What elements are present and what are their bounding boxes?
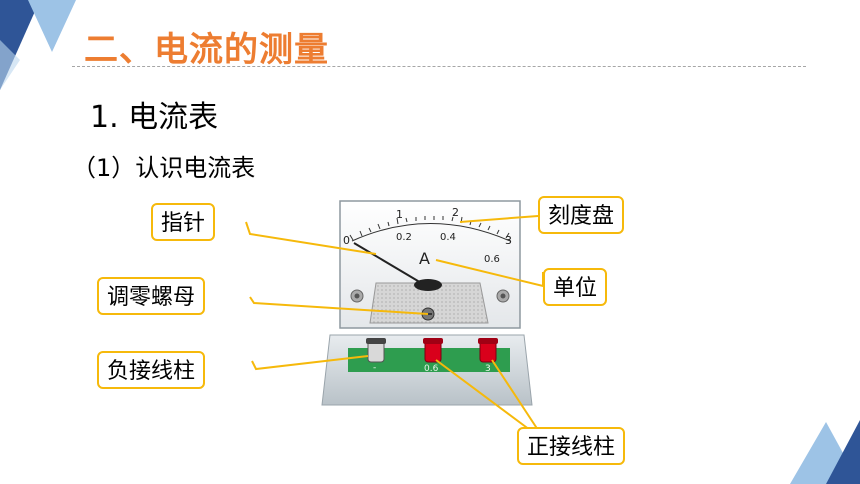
leader-positive-0-6 <box>435 359 531 431</box>
subsection-heading: （1）认识电流表 <box>72 154 256 182</box>
unit-symbol: A <box>419 249 430 268</box>
dial-top-label-2: 2 <box>452 206 459 219</box>
terminal-label-negative: - <box>373 363 376 373</box>
terminal-label-3: 3 <box>485 364 491 374</box>
dial-bottom-label-1: 0.2 <box>396 232 412 243</box>
section-heading: 1. 电流表 <box>90 100 219 135</box>
dial-top-label-1: 1 <box>396 208 403 221</box>
positive-terminal-3-post <box>478 338 498 363</box>
leader-zero-adjust <box>249 296 429 315</box>
callout-dial: 刻度盘 <box>538 196 625 234</box>
face-screws <box>350 289 510 303</box>
dial-bottom-label-3: 0.6 <box>484 254 500 265</box>
corner-triangle-pale <box>0 40 20 90</box>
negative-terminal-post <box>366 338 386 363</box>
callout-zero-adjust: 调零螺母 <box>97 277 206 315</box>
leader-negative <box>251 355 369 371</box>
dial-zero-label: 0 <box>343 234 350 247</box>
dial-arc <box>351 223 511 242</box>
callout-unit: 单位 <box>543 268 608 306</box>
meter-pointer <box>353 242 424 285</box>
dial-top-label-3: 3 <box>505 234 512 247</box>
corner-triangle-light <box>28 0 76 52</box>
leader-positive-3 <box>491 359 539 431</box>
bottom-triangle-dark <box>826 420 860 484</box>
callout-negative-terminal: 负接线柱 <box>97 351 206 389</box>
terminal-label-0-6: 0.6 <box>424 364 439 374</box>
leader-dial <box>459 215 539 223</box>
callout-pointer: 指针 <box>151 203 216 241</box>
dial-bottom-label-2: 0.4 <box>440 232 456 243</box>
callout-positive-terminal: 正接线柱 <box>517 427 626 465</box>
dial-ticks <box>349 216 510 241</box>
positive-terminal-0-6-post <box>423 338 443 363</box>
leader-pointer <box>245 221 377 255</box>
slide-title: 二、电流的测量 <box>84 30 329 70</box>
title-divider <box>72 66 806 67</box>
